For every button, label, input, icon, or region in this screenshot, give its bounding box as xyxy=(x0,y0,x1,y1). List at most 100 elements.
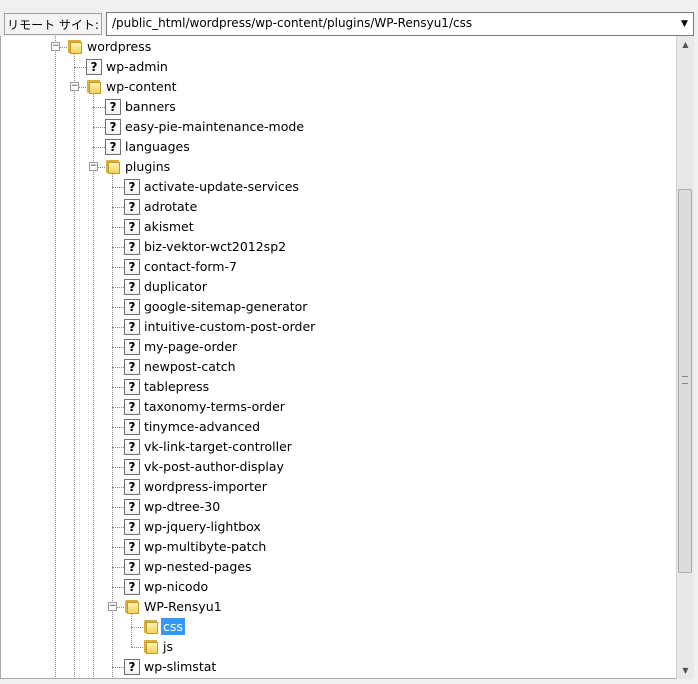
tree-connector xyxy=(112,407,126,408)
tree-node-label[interactable]: akismet xyxy=(144,219,194,234)
tree-node-label[interactable]: wordpress xyxy=(87,39,152,54)
unknown-folder-icon: ? xyxy=(124,539,140,555)
tree-node[interactable]: ?newpost-catch xyxy=(1,357,676,377)
tree-node[interactable]: ?languages xyxy=(1,137,676,157)
scroll-down-icon[interactable]: ▼ xyxy=(682,666,689,675)
tree-node-label[interactable]: vk-post-author-display xyxy=(144,459,284,474)
tree-node[interactable]: ?contact-form-7 xyxy=(1,257,676,277)
tree-node-label[interactable]: activate-update-services xyxy=(144,179,299,194)
tree-node[interactable]: ?banners xyxy=(1,97,676,117)
tree-node[interactable]: ?tablepress xyxy=(1,377,676,397)
unknown-folder-icon: ? xyxy=(124,659,140,675)
tree-node-label[interactable]: wp-slimstat xyxy=(144,659,217,674)
tree-node-label[interactable]: wp-admin xyxy=(106,59,168,74)
remote-path-value[interactable]: /public_html/wordpress/wp-content/plugin… xyxy=(112,16,473,30)
tree-connector xyxy=(112,307,126,308)
tree-connector xyxy=(112,367,126,368)
tree-connector xyxy=(112,507,126,508)
unknown-folder-icon: ? xyxy=(124,519,140,535)
tree-guide-line xyxy=(93,92,94,678)
tree-node[interactable]: − plugins xyxy=(1,157,676,177)
tree-node-label[interactable]: adrotate xyxy=(144,199,198,214)
unknown-folder-icon: ? xyxy=(124,419,140,435)
tree-node[interactable]: ?google-sitemap-generator xyxy=(1,297,676,317)
tree-node-label[interactable]: wp-dtree-30 xyxy=(144,499,221,514)
tree-node[interactable]: ? wp-jquery-lightbox xyxy=(1,517,676,537)
unknown-folder-icon: ? xyxy=(124,559,140,575)
folder-icon xyxy=(143,639,159,655)
tree-node[interactable]: ? tinymce-advanced xyxy=(1,417,676,437)
unknown-folder-icon: ? xyxy=(124,399,140,415)
unknown-folder-icon: ? xyxy=(124,339,140,355)
tree-node-label[interactable]: wp-nested-pages xyxy=(144,559,252,574)
tree-node[interactable]: ? wp-slimstat xyxy=(1,657,676,677)
tree-node[interactable]: ?wp-dtree-30 xyxy=(1,497,676,517)
tree-node-label[interactable]: taxonomy-terms-order xyxy=(144,399,285,414)
tree-node-label[interactable]: wordpress-importer xyxy=(144,479,267,494)
tree-node-label[interactable]: easy-pie-maintenance-mode xyxy=(125,119,305,134)
collapse-icon[interactable]: − xyxy=(108,601,117,611)
tree-connector xyxy=(112,567,126,568)
tree-connector xyxy=(93,107,107,108)
tree-node-label[interactable]: wp-multibyte-patch xyxy=(144,539,267,554)
tree-node[interactable]: ?activate-update-services xyxy=(1,177,676,197)
tree-node-label[interactable]: banners xyxy=(125,99,176,114)
tree-connector xyxy=(112,447,126,448)
tree-node[interactable]: ? taxonomy-terms-order xyxy=(1,397,676,417)
tree-node[interactable]: ? wp-nested-pages xyxy=(1,557,676,577)
tree-node[interactable]: ? wordpress-importer xyxy=(1,477,676,497)
scrollbar-thumb[interactable] xyxy=(678,189,692,573)
tree-node-label[interactable]: wp-content xyxy=(106,79,177,94)
tree-node-label[interactable]: languages xyxy=(125,139,190,154)
folder-icon xyxy=(143,619,159,635)
tree-connector xyxy=(131,647,145,648)
tree-node[interactable]: ? wp-multibyte-patch xyxy=(1,537,676,557)
tree-node[interactable]: ?wp-admin xyxy=(1,57,676,77)
tree-node[interactable]: ?vk-link-target-controller xyxy=(1,437,676,457)
tree-node[interactable]: ? my-page-order xyxy=(1,337,676,357)
tree-node[interactable]: css xyxy=(1,617,676,637)
tree-node-label[interactable]: my-page-order xyxy=(144,339,238,354)
tree-node-label[interactable]: wp-jquery-lightbox xyxy=(144,519,261,534)
tree-node-label[interactable]: google-sitemap-generator xyxy=(144,299,308,314)
tree-node[interactable]: js xyxy=(1,637,676,657)
tree-connector xyxy=(112,467,126,468)
tree-node-label[interactable]: intuitive-custom-post-order xyxy=(144,319,316,334)
tree-node-label[interactable]: css xyxy=(161,618,185,635)
collapse-icon[interactable]: − xyxy=(51,41,60,51)
tree-node[interactable]: − wp-content xyxy=(1,77,676,97)
scroll-up-icon[interactable]: ▲ xyxy=(682,40,689,49)
tree-node-label[interactable]: vk-link-target-controller xyxy=(144,439,292,454)
tree-node[interactable]: − wordpress xyxy=(1,37,676,57)
tree-connector xyxy=(93,127,107,128)
tree-node[interactable]: ?wp-nicodo xyxy=(1,577,676,597)
tree-node[interactable]: ?intuitive-custom-post-order xyxy=(1,317,676,337)
tree-node-label[interactable]: wp-nicodo xyxy=(144,579,209,594)
tree-node[interactable]: ?adrotate xyxy=(1,197,676,217)
unknown-folder-icon: ? xyxy=(124,479,140,495)
tree-node-label[interactable]: js xyxy=(163,639,173,654)
tree-node-label[interactable]: plugins xyxy=(125,159,171,174)
tree-node-label[interactable]: tablepress xyxy=(144,379,210,394)
collapse-icon[interactable]: − xyxy=(70,81,79,91)
tree-node[interactable]: ?biz-vektor-wct2012sp2 xyxy=(1,237,676,257)
tree-node[interactable]: ?easy-pie-maintenance-mode xyxy=(1,117,676,137)
remote-directory-tree[interactable]: −wordpress?wp-admin−wp-content?banners?e… xyxy=(0,36,676,679)
vertical-scrollbar[interactable]: ▲ ▼ xyxy=(676,36,694,679)
tree-node[interactable]: ?vk-post-author-display xyxy=(1,457,676,477)
tree-node-label[interactable]: biz-vektor-wct2012sp2 xyxy=(144,239,287,254)
tree-node[interactable]: ?akismet xyxy=(1,217,676,237)
tree-connector xyxy=(112,527,126,528)
tree-connector xyxy=(112,387,126,388)
tree-node[interactable]: ?duplicator xyxy=(1,277,676,297)
tree-node-label[interactable]: WP-Rensyu1 xyxy=(144,599,222,614)
remote-path-combobox[interactable]: /public_html/wordpress/wp-content/plugin… xyxy=(106,12,694,36)
tree-node-label[interactable]: duplicator xyxy=(144,279,207,294)
tree-node-label[interactable]: contact-form-7 xyxy=(144,259,237,274)
remote-site-label: リモート サイト: xyxy=(4,13,102,35)
collapse-icon[interactable]: − xyxy=(89,161,98,171)
chevron-down-icon[interactable]: ▼ xyxy=(681,19,688,29)
tree-node[interactable]: − WP-Rensyu1 xyxy=(1,597,676,617)
tree-node-label[interactable]: newpost-catch xyxy=(144,359,236,374)
tree-node-label[interactable]: tinymce-advanced xyxy=(144,419,261,434)
